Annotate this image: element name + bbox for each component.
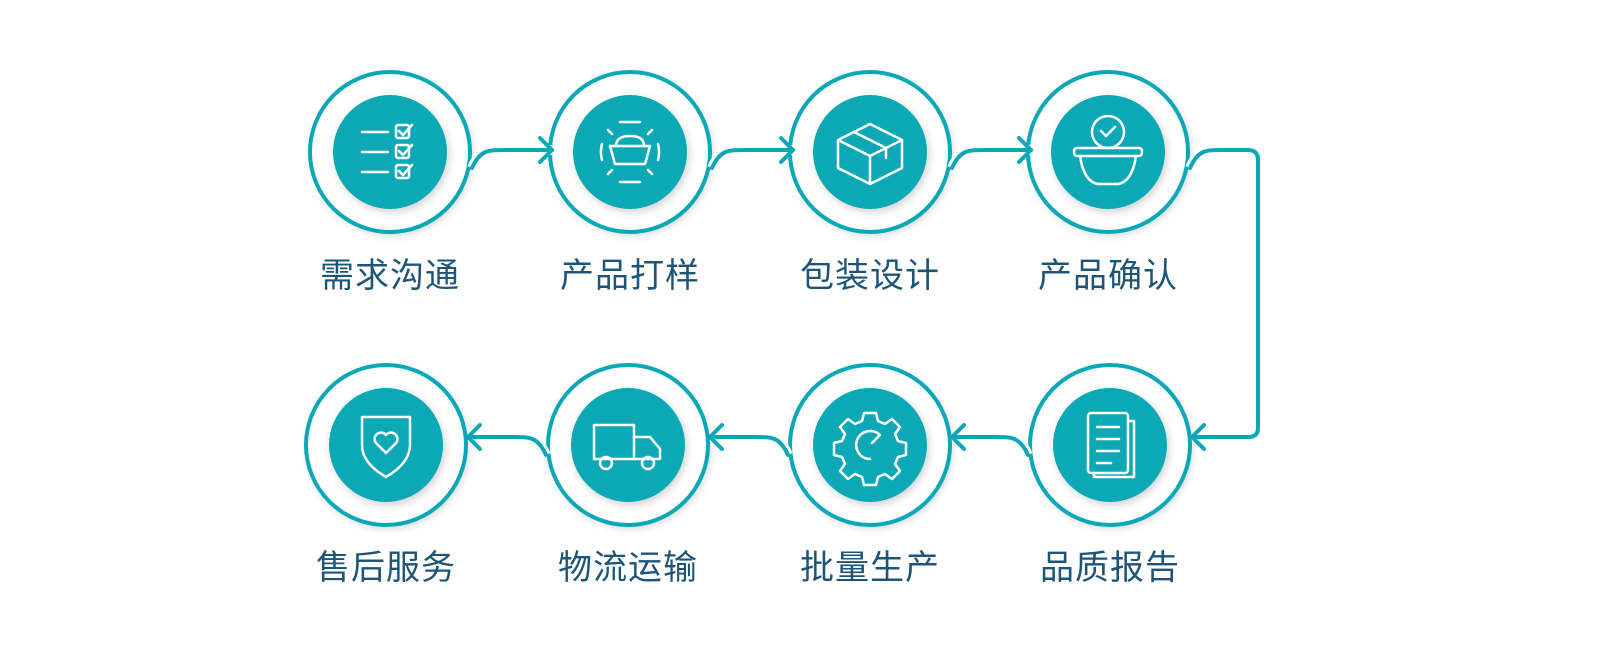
arrow-head-icon — [1017, 136, 1033, 164]
gear-icon — [832, 411, 908, 487]
node-disc — [1053, 388, 1167, 502]
node-ring — [1028, 363, 1192, 527]
arrow-head-icon — [779, 136, 795, 164]
bowl-sample-icon — [599, 120, 661, 184]
step-node-4 — [1026, 70, 1190, 234]
step-node-1 — [308, 70, 472, 234]
connector-line-2 — [710, 148, 795, 170]
step-label-8: 售后服务 — [316, 548, 456, 588]
bowl-check-icon — [1072, 114, 1144, 186]
arrow-head-icon — [1190, 423, 1206, 451]
node-ring — [788, 363, 952, 527]
step-node-6 — [788, 363, 952, 527]
node-disc — [1051, 95, 1165, 209]
node-disc — [571, 388, 685, 502]
step-label-1: 需求沟通 — [320, 256, 460, 296]
connector-line-4 — [1188, 148, 1260, 439]
arrow-head-icon — [950, 423, 966, 451]
arrow-head-icon — [538, 136, 554, 164]
node-disc — [573, 95, 687, 209]
checklist-icon — [360, 123, 414, 180]
step-node-2 — [548, 70, 712, 234]
connector-line-5 — [950, 435, 1030, 457]
step-node-5 — [1028, 363, 1192, 527]
step-label-7: 物流运输 — [558, 548, 698, 588]
shield-heart-icon — [360, 415, 412, 479]
step-label-2: 产品打样 — [560, 256, 700, 296]
box-icon — [836, 122, 904, 186]
node-disc — [333, 95, 447, 209]
step-label-3: 包装设计 — [800, 256, 940, 296]
truck-icon — [592, 423, 662, 471]
connector-line-1 — [470, 148, 554, 170]
node-disc — [813, 95, 927, 209]
step-label-5: 品质报告 — [1040, 548, 1180, 588]
step-node-8 — [304, 363, 468, 527]
step-node-7 — [546, 363, 710, 527]
step-node-3 — [788, 70, 952, 234]
connector-line-7 — [466, 435, 548, 457]
step-label-4: 产品确认 — [1038, 256, 1178, 296]
arrow-head-icon — [466, 423, 482, 451]
node-disc — [329, 388, 443, 502]
arrow-head-icon — [708, 423, 724, 451]
document-icon — [1086, 411, 1136, 479]
node-ring — [546, 363, 710, 527]
node-ring — [304, 363, 468, 527]
connector-line-3 — [950, 148, 1033, 170]
step-label-6: 批量生产 — [800, 548, 940, 588]
node-ring — [308, 70, 472, 234]
connector-line-6 — [708, 435, 790, 457]
